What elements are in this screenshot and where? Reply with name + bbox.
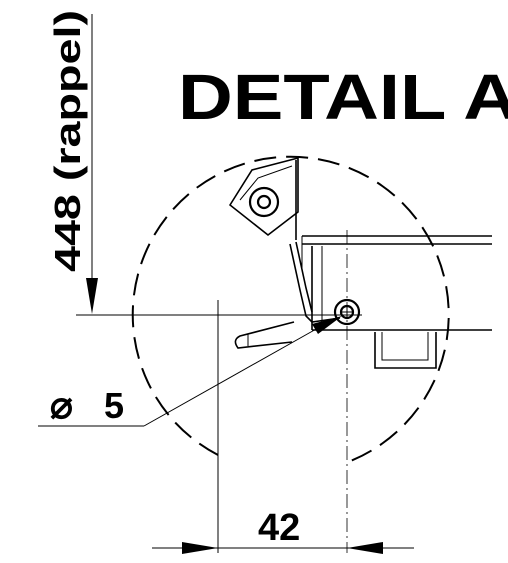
vertical-dimension-label: 448 (rappel) — [47, 10, 88, 272]
enclosure-geometry — [228, 156, 492, 369]
diameter-symbol: ⌀ — [50, 385, 73, 427]
horizontal-dimension-label: 42 — [258, 507, 300, 549]
vertical-dimension-line — [86, 14, 98, 314]
diameter-leader — [38, 316, 342, 427]
horizontal-dimension-line — [152, 542, 414, 554]
detail-title: DETAIL A — [178, 61, 508, 133]
detail-circle — [131, 155, 450, 463]
diameter-value: 5 — [104, 385, 124, 426]
